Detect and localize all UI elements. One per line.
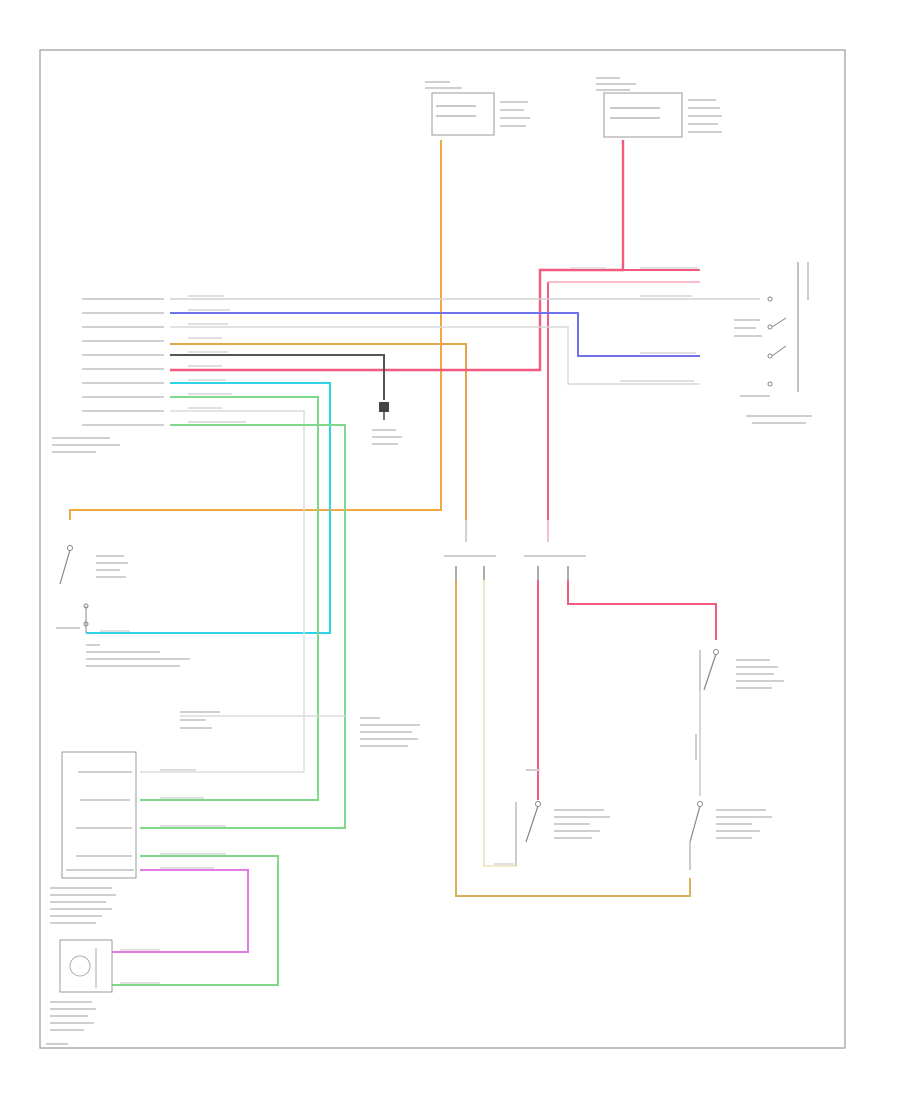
cruise-control-switch [734, 262, 812, 424]
gray-wire-module [140, 410, 305, 773]
connector-pair-left [444, 520, 691, 897]
green-wire-1 [140, 396, 319, 801]
connector-pair-right [524, 520, 717, 800]
violet-wire-vss [112, 869, 249, 953]
release-switch-right [689, 801, 772, 870]
vehicle-speed-sensor [50, 939, 113, 1031]
cruise-module [50, 751, 137, 924]
orange-wire-stoplamp-feed [69, 140, 442, 520]
splice-connector [180, 711, 420, 747]
lightgray-wire [170, 326, 700, 385]
orange-wire-module [170, 343, 467, 520]
tan-wire [455, 580, 691, 897]
green-wire-vss [112, 855, 279, 986]
cyan-wire [86, 382, 331, 634]
blue-wire [170, 312, 700, 357]
wire-tags [100, 267, 698, 984]
ground-wire [170, 354, 385, 400]
pink-wire-cruise-feed [170, 140, 625, 372]
fuse-box-right [596, 77, 722, 138]
clutch-switch [695, 649, 784, 796]
stop-lamp-switch [56, 545, 190, 667]
yellow-wire [483, 580, 516, 867]
green-wire-2 [140, 424, 346, 829]
fuse-box-left [425, 81, 530, 136]
harness-labels [52, 298, 164, 453]
pink-wire-clutch [567, 580, 717, 640]
release-switch-left [515, 769, 610, 866]
ground-connector [379, 402, 389, 412]
diagram-frame [39, 49, 846, 1049]
